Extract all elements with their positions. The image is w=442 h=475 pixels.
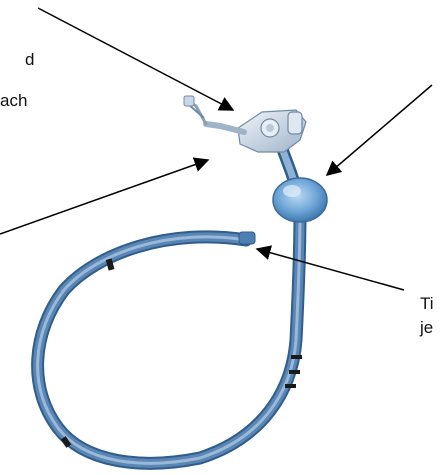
label-top-left-line2: ach xyxy=(0,91,27,111)
annotation-arrows xyxy=(0,8,432,290)
hub-connector xyxy=(184,96,306,152)
arrow-top-right xyxy=(327,85,432,175)
arrow-right xyxy=(257,249,404,290)
arrow-top-left xyxy=(38,8,233,110)
tube-tip xyxy=(239,232,255,244)
arrow-left xyxy=(0,160,208,234)
balloon xyxy=(273,178,327,222)
label-right-line1: Ti xyxy=(420,294,434,314)
label-top-left-line1: d xyxy=(25,50,34,70)
label-right-line2: je xyxy=(420,318,433,338)
